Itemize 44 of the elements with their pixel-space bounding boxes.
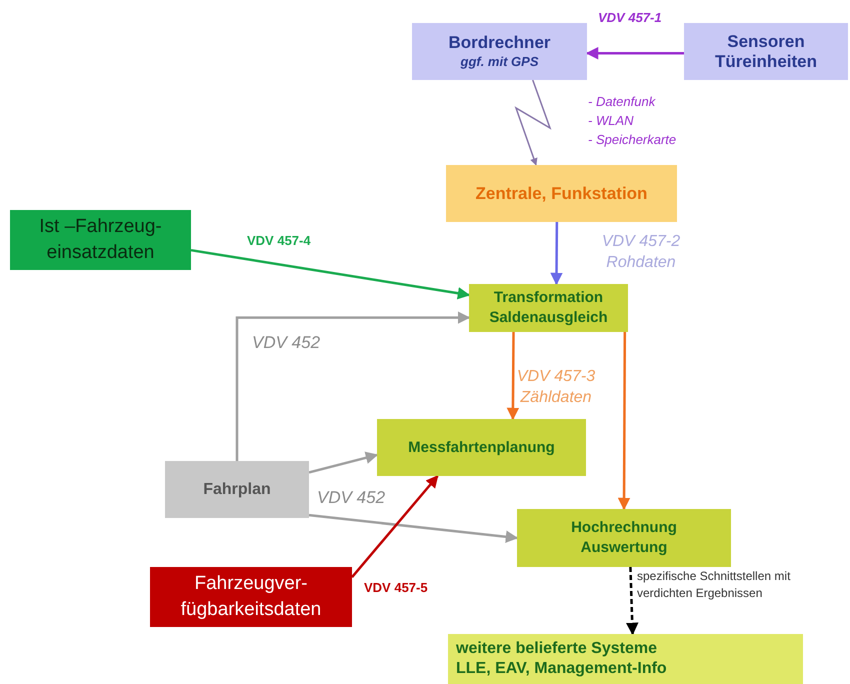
node-title: Fahrzeugver-fügbarkeitsdaten	[180, 572, 322, 622]
input-box	[150, 567, 352, 627]
node-title: Fahrplan	[203, 480, 271, 500]
input-box	[10, 210, 191, 270]
arrow	[190, 248, 470, 300]
device-box	[412, 23, 587, 80]
edge-label: VDV 457-2 Rohdaten	[600, 232, 682, 273]
node-title: Zentrale, Funkstation	[476, 184, 648, 204]
arrow	[351, 475, 439, 578]
edge-label: spezifische Schnittstellen mit verdichten Ergebnissen	[637, 568, 792, 602]
node-title: Bordrechner	[448, 33, 551, 53]
arrow	[308, 452, 378, 474]
edge-label: VDV 452	[252, 332, 320, 354]
note-text: - WLAN	[588, 112, 634, 130]
node-title: Ist –Fahrzeug-einsatzdaten	[38, 215, 163, 265]
node-title: Sensoren Türeinheiten	[714, 32, 818, 72]
edge-label: VDV 457-5	[364, 579, 428, 597]
note-text: - Speicherkarte	[588, 131, 676, 149]
arrow	[626, 566, 638, 636]
node-subtitle: ggf. mit GPS	[460, 53, 538, 70]
output-box	[448, 634, 803, 684]
station-box	[446, 165, 677, 222]
edge-label: VDV 457-1	[598, 9, 662, 27]
edge-label: VDV 457-4	[247, 232, 311, 250]
arrow	[618, 332, 630, 510]
node-title: Hochrechnung Auswertung	[570, 518, 678, 558]
device-box	[684, 23, 848, 80]
arrow	[550, 222, 563, 286]
process-box	[517, 509, 731, 567]
arrow	[308, 514, 518, 543]
edge-label: VDV 457-3 Zähldaten	[516, 367, 596, 408]
input-box	[165, 461, 309, 518]
arrow	[514, 80, 552, 166]
node-subtitle: LLE, EAV, Management-Info	[456, 659, 667, 679]
node-title: Transformation Saldenausgleich	[488, 288, 609, 328]
arrow	[586, 46, 684, 60]
node-title: weitere belieferte Systeme	[456, 639, 657, 659]
node-title: Messfahrtenplanung	[408, 438, 555, 458]
edge-label: VDV 452	[317, 487, 386, 509]
process-box	[377, 419, 586, 476]
arrow	[506, 332, 520, 420]
arrow	[236, 311, 470, 461]
note-text: - Datenfunk	[588, 93, 656, 111]
process-box	[469, 284, 628, 332]
